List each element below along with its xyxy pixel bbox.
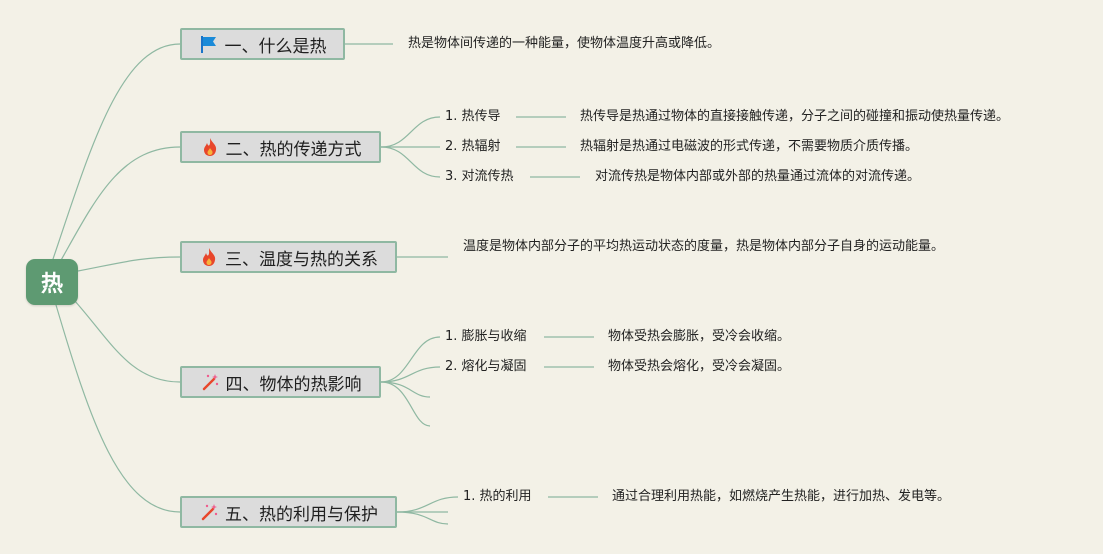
magic-wand-icon	[199, 502, 219, 522]
link-root-topic4	[73, 299, 181, 383]
topic-label: 五、热的利用与保护	[225, 504, 378, 525]
link-topic4-child3	[380, 381, 431, 398]
melting-description: 物体受热会熔化，受冷会凝固。	[608, 359, 791, 374]
link-topic2-child3	[380, 146, 441, 178]
link-topic5-child1	[396, 496, 459, 513]
convection-description: 对流传热是物体内部或外部的热量通过流体的对流传递。	[595, 169, 921, 184]
topic-label: 四、物体的热影响	[225, 374, 362, 395]
topic-what-is-heat[interactable]: 一、什么是热	[180, 28, 345, 60]
fire-icon	[199, 247, 219, 267]
link-topic4-child2	[380, 366, 441, 383]
link-topic5-child3	[396, 511, 449, 525]
root-label: 热	[40, 272, 63, 297]
link-topic2-child1	[380, 116, 441, 148]
radiation-description: 热辐射是热通过电磁波的形式传递，不需要物质介质传播。	[580, 139, 919, 154]
link-root-topic1	[51, 43, 181, 263]
subtopic-radiation[interactable]: 2. 热辐射	[445, 139, 501, 154]
link-root-topic2	[59, 146, 181, 263]
topic-label: 三、温度与热的关系	[225, 249, 378, 270]
topic3-description: 温度是物体内部分子的平均热运动状态的度量，热是物体内部分子自身的运动能量。	[463, 239, 945, 254]
utilization-description: 通过合理利用热能，如燃烧产生热能，进行加热、发电等。	[612, 489, 951, 504]
topic-temperature-and-heat[interactable]: 三、温度与热的关系	[180, 241, 397, 273]
subtopic-expansion-contraction[interactable]: 1. 膨胀与收缩	[445, 329, 527, 344]
topic-label: 二、热的传递方式	[225, 139, 362, 160]
conduction-description: 热传导是热通过物体的直接接触传递，分子之间的碰撞和振动使热量传递。	[580, 109, 1010, 124]
magic-wand-icon	[200, 372, 220, 392]
link-root-topic3	[77, 256, 181, 272]
subtopic-convection[interactable]: 3. 对流传热	[445, 169, 514, 184]
expansion-description: 物体受热会膨胀，受冷会收缩。	[608, 329, 791, 344]
topic1-description: 热是物体间传递的一种能量，使物体温度升高或降低。	[408, 36, 721, 51]
subtopic-conduction[interactable]: 1. 热传导	[445, 109, 501, 124]
subtopic-heat-utilization[interactable]: 1. 热的利用	[463, 489, 532, 504]
root-node[interactable]: 热	[26, 259, 78, 305]
topic-heat-effects[interactable]: 四、物体的热影响	[180, 366, 381, 398]
topic-label: 一、什么是热	[224, 36, 327, 57]
link-topic4-child1	[380, 336, 441, 383]
link-root-topic5	[55, 304, 181, 513]
subtopic-melting-solidification[interactable]: 2. 熔化与凝固	[445, 359, 527, 374]
link-topic4-child4	[380, 381, 431, 427]
blue-flag-icon	[199, 34, 219, 54]
topic-heat-transfer-methods[interactable]: 二、热的传递方式	[180, 131, 381, 163]
fire-icon	[200, 137, 220, 157]
topic-heat-use-and-protection[interactable]: 五、热的利用与保护	[180, 496, 397, 528]
